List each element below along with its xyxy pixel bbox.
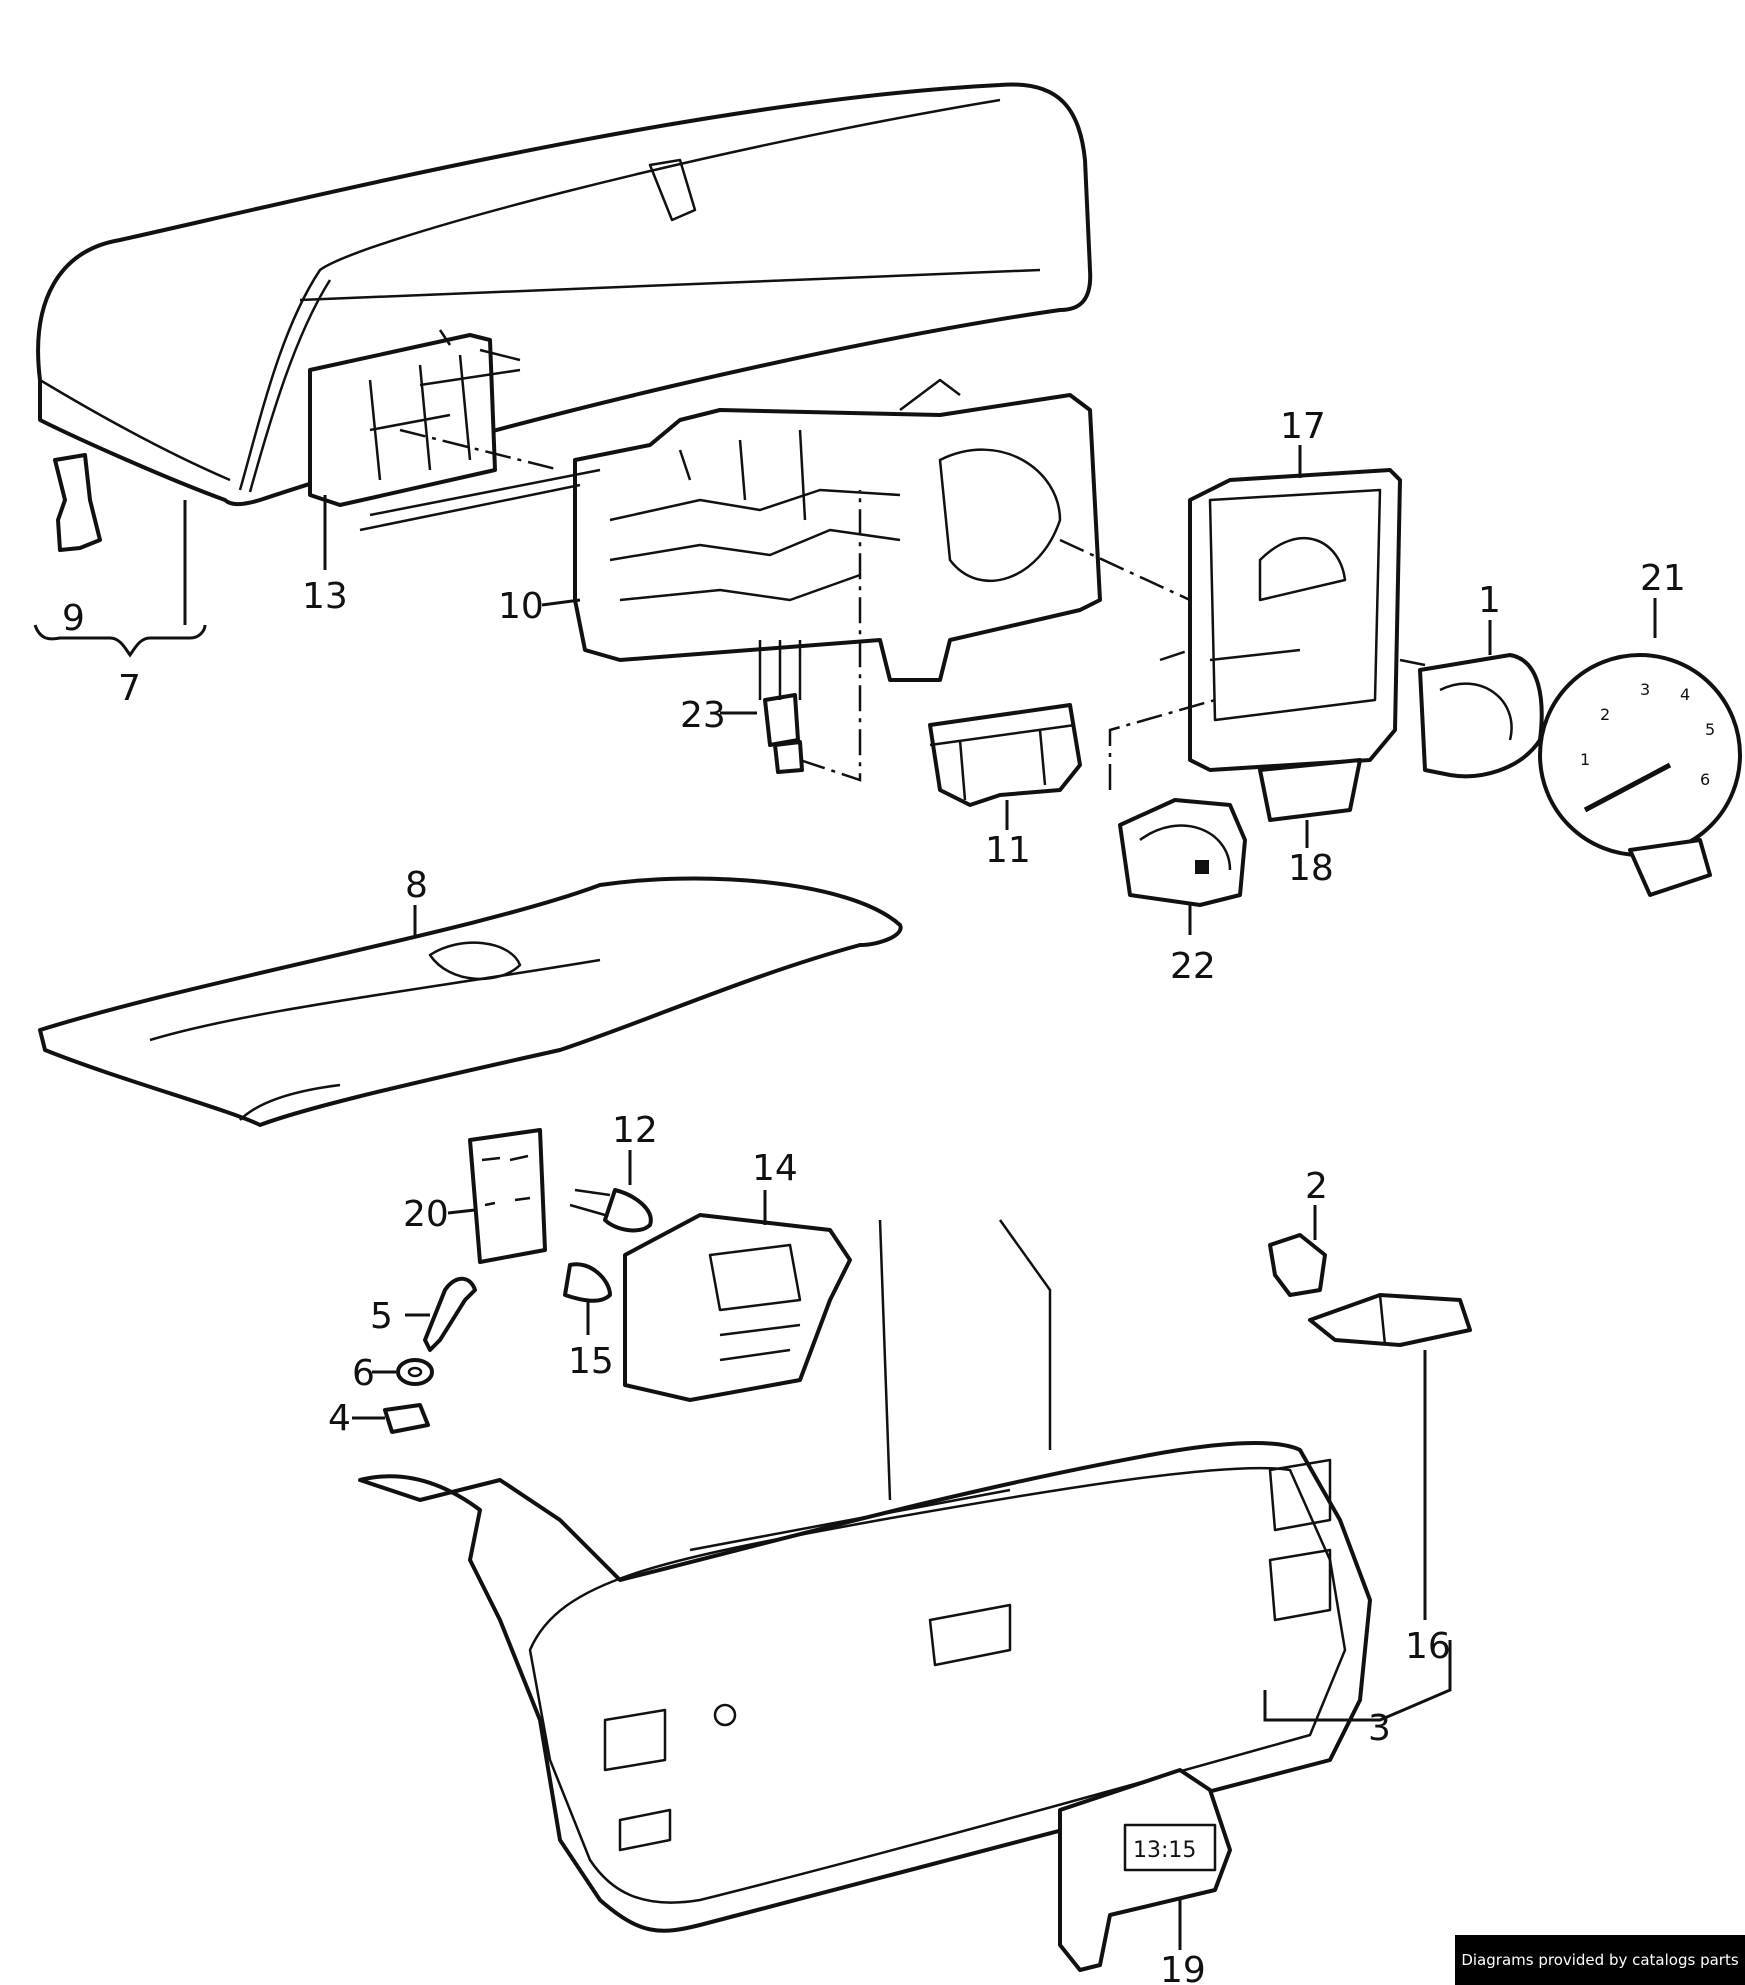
clock-display: 13:15 (1133, 1838, 1196, 1863)
leader-10 (541, 598, 581, 607)
bulb-15 (563, 1262, 612, 1303)
instrument-hood (36, 82, 1093, 507)
watermark: Diagrams provided by catalogs parts (1455, 1935, 1745, 1985)
gauge-22-mark (1195, 860, 1209, 874)
symbol-plate (468, 1128, 547, 1264)
clock-display-frame (1123, 1823, 1217, 1872)
clip (53, 453, 102, 552)
gauge-22 (1118, 798, 1247, 907)
callout-4: 4 (328, 1398, 351, 1439)
callout-18: 18 (1288, 848, 1334, 889)
callout-11: 11 (985, 830, 1031, 871)
dial-tick-3: 3 (1640, 680, 1650, 699)
callout-21: 21 (1640, 558, 1686, 599)
callout-10: 10 (498, 586, 544, 627)
callout-1: 1 (1478, 580, 1501, 621)
bulb-12 (569, 1188, 653, 1233)
callout-7: 7 (118, 668, 141, 709)
bracket-3 (1263, 1640, 1452, 1722)
gauge-housing (1188, 468, 1402, 822)
seal-mat (38, 876, 903, 1127)
dial-tick-4: 4 (1680, 685, 1690, 704)
clip-nut (383, 1403, 430, 1434)
washer (396, 1358, 434, 1386)
callout-5: 5 (370, 1296, 393, 1337)
leader-20 (447, 1208, 476, 1215)
dial-tick-2: 2 (1600, 705, 1610, 724)
dial-needle (1583, 762, 1672, 813)
bracket-16 (1308, 1293, 1472, 1347)
dial-tick-1: 1 (1580, 750, 1590, 769)
callout-22: 22 (1170, 946, 1216, 987)
callout-3: 3 (1368, 1708, 1391, 1749)
callout-20: 20 (403, 1194, 449, 1235)
callout-14: 14 (752, 1148, 798, 1189)
callout-23: 23 (680, 695, 726, 736)
dash-22 (1108, 698, 1216, 790)
bulb-holder-2 (1268, 1233, 1327, 1297)
clock-module: 13:15 (1058, 1768, 1232, 1972)
switch-unit (928, 703, 1082, 807)
bracket-7 (33, 624, 207, 658)
callout-12: 12 (612, 1110, 658, 1151)
callout-9: 9 (62, 598, 85, 639)
connector-block (308, 329, 521, 507)
callout-6: 6 (352, 1353, 375, 1394)
gauge-1 (1418, 653, 1544, 779)
dial-tick-6: 6 (1700, 770, 1710, 789)
light-guide (623, 1213, 852, 1402)
dial-tick-5: 5 (1705, 720, 1715, 739)
screw (423, 1276, 477, 1352)
wire-harness (758, 640, 804, 774)
callout-8: 8 (405, 865, 428, 906)
callout-16: 16 (1405, 1626, 1451, 1667)
dash-23 (799, 490, 862, 782)
callout-13: 13 (302, 576, 348, 617)
callout-19: 19 (1160, 1950, 1206, 1985)
callout-17: 17 (1280, 406, 1326, 447)
tachometer-dial: 1 2 3 4 5 6 (1538, 653, 1742, 897)
printed-circuit-board (359, 378, 1102, 682)
callout-15: 15 (568, 1341, 614, 1382)
callout-2: 2 (1305, 1166, 1328, 1207)
